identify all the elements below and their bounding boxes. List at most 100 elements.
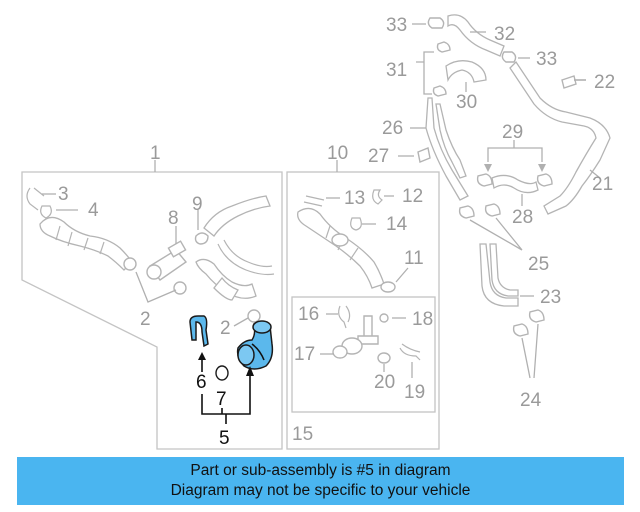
callout-24[interactable]: 24 <box>520 390 542 411</box>
part-31-clamp-a <box>436 41 451 53</box>
thin-line-b <box>217 243 275 276</box>
part-26-pipe <box>425 97 469 201</box>
part-6-clip[interactable] <box>189 315 209 348</box>
callout-1[interactable]: 1 <box>150 143 161 164</box>
clamp-2a <box>173 281 187 295</box>
callout-8[interactable]: 8 <box>168 208 179 229</box>
callout-21[interactable]: 21 <box>592 174 613 195</box>
callout-20[interactable]: 20 <box>374 372 395 393</box>
arrow-5 <box>246 366 254 376</box>
part-19-clip <box>399 343 421 361</box>
callout-33a[interactable]: 33 <box>386 15 407 36</box>
part-28-hose <box>491 174 539 194</box>
callout-9[interactable]: 9 <box>192 194 203 215</box>
part-30-hose <box>445 60 487 83</box>
part-4-clamp <box>40 205 52 219</box>
leader-21 <box>589 169 601 179</box>
part-22-bolt <box>561 75 577 89</box>
callout-4[interactable]: 4 <box>88 200 99 221</box>
hose-ribs-1 <box>55 225 105 255</box>
part-27-bolt <box>417 147 431 163</box>
arrow-6 <box>198 352 206 360</box>
clamp-2b <box>247 309 261 323</box>
group-box-15 <box>291 296 436 413</box>
hose-10-clamp <box>331 233 349 247</box>
callout-25[interactable]: 25 <box>528 254 549 275</box>
part-29-clamp-a <box>476 173 493 187</box>
callout-29[interactable]: 29 <box>502 122 523 143</box>
leader-29 <box>487 140 543 162</box>
lower-hose <box>195 258 257 299</box>
callout-33b[interactable]: 33 <box>536 49 557 70</box>
callout-19[interactable]: 19 <box>404 382 425 403</box>
callout-11[interactable]: 11 <box>404 248 424 269</box>
callout-18[interactable]: 18 <box>412 309 433 330</box>
callout-14[interactable]: 14 <box>386 214 408 235</box>
part-24-clamp-b <box>528 309 545 323</box>
callout-7[interactable]: 7 <box>216 389 227 410</box>
part-18-connector <box>379 313 389 323</box>
part-16-clip <box>338 305 351 329</box>
group-box-10 <box>286 171 440 450</box>
callout-23[interactable]: 23 <box>540 287 561 308</box>
leader-2b <box>233 317 249 327</box>
part-11-oring <box>380 281 396 293</box>
callout-15[interactable]: 15 <box>292 424 313 445</box>
part-17-seal <box>332 345 348 359</box>
callout-30[interactable]: 30 <box>456 92 477 113</box>
leader-31 <box>416 51 434 95</box>
callout-22[interactable]: 22 <box>594 72 615 93</box>
part-33-clamp-a <box>427 17 445 29</box>
part-26-pipe-b <box>435 103 467 179</box>
banner-line-1: Part or sub-assembly is #5 in diagram <box>190 462 451 479</box>
leader-24 <box>521 323 539 379</box>
part-21-pipe <box>509 60 611 215</box>
leader-11 <box>395 267 409 283</box>
part-7-oring[interactable] <box>215 365 229 381</box>
part-9-clamp <box>194 232 209 245</box>
callout-3[interactable]: 3 <box>58 184 69 205</box>
part-8-port <box>146 264 162 280</box>
arrow-29b <box>538 164 546 172</box>
upper-hose <box>203 195 271 237</box>
info-banner: Part or sub-assembly is #5 in diagram Di… <box>17 457 624 505</box>
part-5-inlet <box>252 320 272 334</box>
callout-2a[interactable]: 2 <box>140 309 151 330</box>
callout-27[interactable]: 27 <box>368 146 389 167</box>
part-23-pipe <box>479 243 519 307</box>
part-5-outlet <box>237 344 255 366</box>
callout-2b[interactable]: 2 <box>220 318 231 339</box>
part-10-hose <box>297 207 385 289</box>
part-32-hose <box>447 14 505 57</box>
callout-32[interactable]: 32 <box>494 24 515 45</box>
part-31-clamp-b <box>432 85 447 97</box>
callout-17[interactable]: 17 <box>294 344 315 365</box>
callout-5[interactable]: 5 <box>219 428 230 449</box>
callout-13[interactable]: 13 <box>344 188 365 209</box>
part-25-clamp-b <box>484 203 501 217</box>
thin-line-a <box>223 239 273 268</box>
callout-26[interactable]: 26 <box>382 118 403 139</box>
callout-10[interactable]: 10 <box>327 143 348 164</box>
callout-31[interactable]: 31 <box>386 60 407 81</box>
part-24-clamp-a <box>512 323 529 337</box>
callout-12[interactable]: 12 <box>402 186 423 207</box>
part-29-clamp-b <box>536 173 553 187</box>
callout-6[interactable]: 6 <box>196 372 207 393</box>
hose-clamp-a <box>123 257 137 271</box>
part-23-pipe-b <box>489 243 519 297</box>
callout-16[interactable]: 16 <box>298 304 319 325</box>
part-8-flange <box>167 240 187 258</box>
arrow-29a <box>484 164 492 172</box>
part-20-oring <box>377 352 391 364</box>
leader-2a <box>135 271 177 303</box>
lower-hose-b <box>213 276 239 301</box>
leader-25 <box>469 217 523 251</box>
callout-28[interactable]: 28 <box>512 207 533 228</box>
part-5-detail <box>251 343 265 361</box>
part-12-clamp <box>372 189 383 205</box>
part-14-clamp <box>350 217 362 231</box>
banner-line-2: Diagram may not be specific to your vehi… <box>170 482 471 499</box>
part-3-clip <box>26 187 45 211</box>
